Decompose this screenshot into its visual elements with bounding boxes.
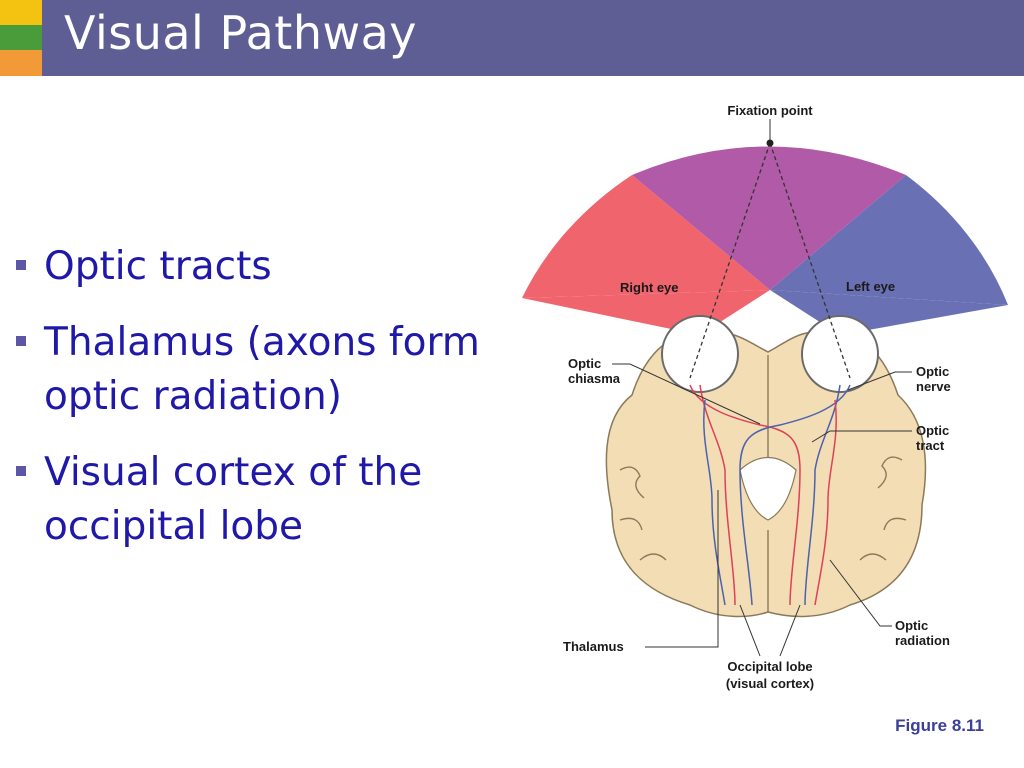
optic-radiation-label-line2: radiation (895, 633, 950, 648)
optic-radiation-leader (829, 559, 892, 627)
bullet-marker-icon (16, 260, 26, 270)
bullet-text: Visual cortex of the occipital lobe (44, 450, 423, 549)
thalamus-label: Thalamus (563, 639, 624, 654)
accent-block-orange (0, 50, 42, 76)
bullet-item: Thalamus (axons form optic radiation) (14, 316, 524, 424)
optic-tract-label-line2: tract (916, 438, 945, 453)
right-eye-label: Right eye (620, 280, 679, 295)
optic-radiation-label-line1: Optic (895, 618, 928, 633)
bullet-text: Optic tracts (44, 244, 272, 289)
left-eye-sightline (769, 142, 851, 379)
bullet-item: Optic tracts (14, 240, 524, 294)
left-eye-field (770, 175, 1008, 305)
optic-tract-label-line1: Optic (916, 423, 949, 438)
slide-title: Visual Pathway (64, 6, 418, 60)
occipital-lobe-leaders (739, 604, 801, 657)
left-eyeball-icon (801, 315, 879, 393)
bullet-marker-icon (16, 466, 26, 476)
title-bar: Visual Pathway (0, 0, 1024, 76)
binocular-overlap-field (632, 146, 906, 290)
fixation-point-label: Fixation point (727, 103, 813, 118)
optic-nerve-leader (847, 371, 912, 391)
bullet-list: Optic tracts Thalamus (axons form optic … (14, 240, 524, 576)
occipital-lobe-label-line1: Occipital lobe (727, 659, 812, 674)
right-eye-field (522, 175, 770, 298)
accent-block-green (0, 25, 42, 50)
optic-chiasma-leader (612, 363, 761, 425)
thalamus-leader (645, 490, 719, 648)
optic-tract-leader (811, 430, 912, 443)
occipital-lobe-label-line2: (visual cortex) (726, 676, 814, 691)
bullet-item: Visual cortex of the occipital lobe (14, 446, 524, 554)
optic-chiasma-label-line2: chiasma (568, 371, 621, 386)
accent-block-yellow (0, 0, 42, 25)
bullet-text: Thalamus (axons form optic radiation) (44, 320, 480, 419)
bullet-marker-icon (16, 336, 26, 346)
left-eye-label: Left eye (846, 279, 895, 294)
optic-chiasma-label-line1: Optic (568, 356, 601, 371)
optic-nerve-label-line2: nerve (916, 379, 951, 394)
figure-number: Figure 8.11 (895, 716, 984, 735)
visual-pathway-diagram: Fixation point Right eye Left eye Optic … (515, 92, 1015, 707)
fixation-point-dot (766, 139, 774, 147)
optic-nerve-label-line1: Optic (916, 364, 949, 379)
right-eyeball-icon (661, 315, 739, 393)
ventricle-region (739, 457, 797, 521)
right-eye-sightline (689, 142, 771, 379)
brain-folds (619, 355, 907, 612)
diagram-canvas: Fixation point Right eye Left eye Optic … (522, 103, 1008, 691)
neural-pathways (689, 384, 851, 606)
